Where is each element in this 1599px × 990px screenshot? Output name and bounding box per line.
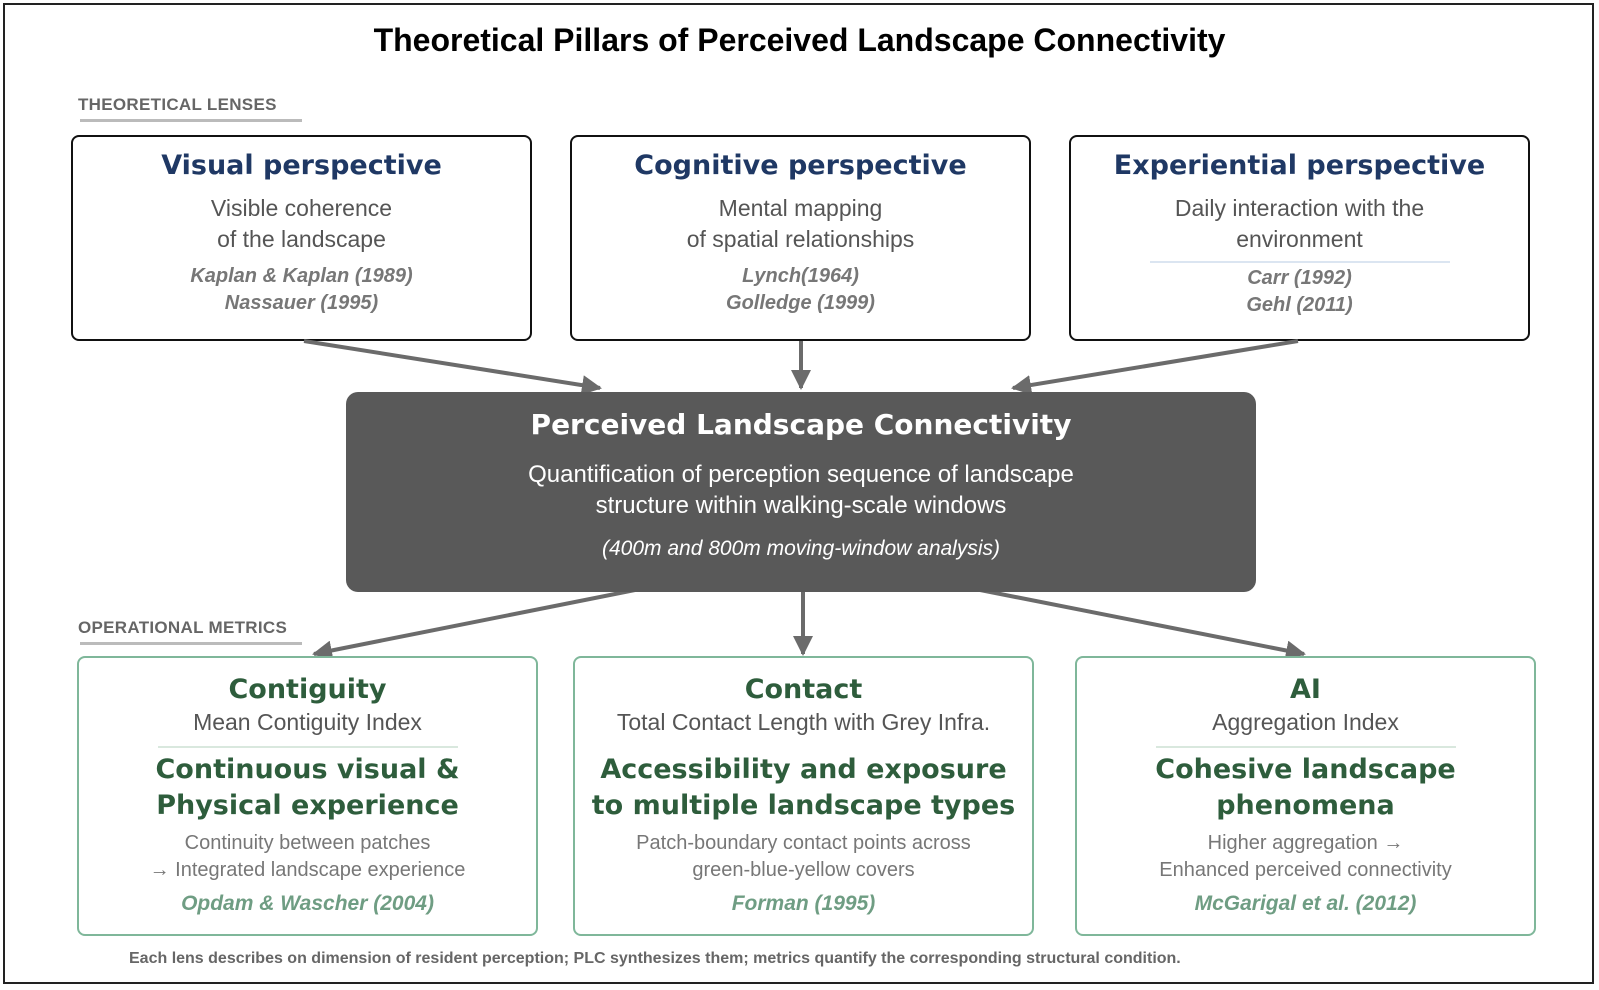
lens-divider xyxy=(1149,261,1450,263)
metric-explanation: Continuity between patches → Integrated … xyxy=(79,830,536,884)
lens-reference: Nassauer (1995) xyxy=(224,292,379,314)
metrics-section-label: OPERATIONAL METRICS xyxy=(78,618,288,637)
metric-box-ai: AI Aggregation Index Cohesive landscape … xyxy=(1075,656,1536,936)
metric-heading: AI xyxy=(1290,674,1321,705)
metric-tagline: Continuous visual & Physical experience xyxy=(79,752,536,824)
metric-heading: Contiguity xyxy=(228,674,387,705)
lens-reference: Golledge (1999) xyxy=(726,292,875,314)
metric-reference: McGarigal et al. (2012) xyxy=(1194,892,1417,915)
metric-explanation: Patch-boundary contact points across gre… xyxy=(575,830,1032,884)
metric-explanation-line: green-blue-yellow covers xyxy=(692,859,915,881)
central-description-line: Quantification of perception sequence of… xyxy=(528,461,1074,488)
arrow-plc-to-contiguity xyxy=(312,585,651,661)
metric-subtitle: Aggregation Index xyxy=(1212,709,1399,735)
lens-references: Lynch(1964) Golledge (1999) xyxy=(572,263,1029,317)
lenses-section-rule xyxy=(80,119,302,122)
metric-reference: Opdam & Wascher (2004) xyxy=(181,892,434,915)
central-description-line: structure within walking-scale windows xyxy=(595,492,1007,519)
metric-explanation-line: → Integrated landscape experience xyxy=(149,859,466,881)
lens-description-line: of spatial relationships xyxy=(686,226,915,252)
lens-description-line: Daily interaction with the xyxy=(1174,195,1425,221)
lens-heading: Experiential perspective xyxy=(1113,150,1486,181)
central-heading: Perceived Landscape Connectivity xyxy=(530,408,1072,441)
lens-reference: Carr (1992) xyxy=(1247,267,1352,289)
lens-reference: Kaplan & Kaplan (1989) xyxy=(190,265,413,287)
lens-heading: Visual perspective xyxy=(161,150,442,181)
metric-explanation-line: Continuity between patches xyxy=(184,832,431,854)
lens-description-line: environment xyxy=(1236,226,1363,252)
metric-explanation: Higher aggregation → Enhanced perceived … xyxy=(1077,830,1534,884)
metric-tagline-line: Cohesive landscape xyxy=(1155,754,1456,785)
lens-description-line: of the landscape xyxy=(217,226,386,252)
metric-divider xyxy=(157,746,458,748)
metric-explanation-line: Higher aggregation → xyxy=(1207,832,1404,854)
central-description: Quantification of perception sequence of… xyxy=(346,459,1256,521)
metric-tagline-line: to multiple landscape types xyxy=(591,790,1016,821)
lens-description: Daily interaction with the environment xyxy=(1071,193,1528,255)
lens-heading: Cognitive perspective xyxy=(634,150,967,181)
metric-subtitle: Mean Contiguity Index xyxy=(193,709,422,735)
figure-frame xyxy=(3,3,1594,984)
lens-description-line: Mental mapping xyxy=(718,195,883,221)
metric-heading: Contact xyxy=(744,674,863,705)
lens-description-line: Visible coherence xyxy=(210,195,393,221)
metric-subtitle: Total Contact Length with Grey Infra. xyxy=(616,709,991,735)
lens-box-visual: Visual perspective Visible coherence of … xyxy=(71,135,532,341)
metric-tagline: Accessibility and exposure to multiple l… xyxy=(575,752,1032,824)
metric-divider xyxy=(1155,746,1456,748)
lens-description: Mental mapping of spatial relationships xyxy=(572,193,1029,255)
metric-reference: Forman (1995) xyxy=(731,892,876,915)
central-plc-box: Perceived Landscape Connectivity Quantif… xyxy=(346,392,1256,592)
metric-divider xyxy=(654,746,954,748)
figure-caption: Each lens describes on dimension of resi… xyxy=(129,950,1181,967)
metrics-section-rule xyxy=(80,642,302,645)
metric-tagline-line: Physical experience xyxy=(156,790,459,821)
lens-references: Kaplan & Kaplan (1989) Nassauer (1995) xyxy=(73,263,530,317)
metric-box-contiguity: Contiguity Mean Contiguity Index Continu… xyxy=(77,656,538,936)
arrow-experiential-to-plc xyxy=(1011,339,1299,395)
metric-explanation-line: Patch-boundary contact points across xyxy=(636,832,971,854)
metric-tagline-line: Continuous visual & xyxy=(155,754,460,785)
metric-tagline-line: Accessibility and exposure xyxy=(600,754,1007,785)
metric-box-contact: Contact Total Contact Length with Grey I… xyxy=(573,656,1034,936)
central-note: (400m and 800m moving-window analysis) xyxy=(601,537,1000,560)
arrow-visual-to-plc xyxy=(303,339,602,396)
lens-references: Carr (1992) Gehl (2011) xyxy=(1071,265,1528,319)
lens-box-experiential: Experiential perspective Daily interacti… xyxy=(1069,135,1530,341)
metric-tagline: Cohesive landscape phenomena xyxy=(1077,752,1534,824)
lenses-section-label: THEORETICAL LENSES xyxy=(78,95,277,114)
lens-reference: Gehl (2011) xyxy=(1246,294,1353,316)
metric-tagline-line: phenomena xyxy=(1216,790,1395,821)
lens-box-cognitive: Cognitive perspective Mental mapping of … xyxy=(570,135,1031,341)
figure-title: Theoretical Pillars of Perceived Landsca… xyxy=(373,22,1226,58)
metric-explanation-line: Enhanced perceived connectivity xyxy=(1159,859,1452,881)
arrow-plc-to-ai xyxy=(964,585,1306,661)
lens-reference: Lynch(1964) xyxy=(742,265,859,287)
lens-description: Visible coherence of the landscape xyxy=(73,193,530,255)
